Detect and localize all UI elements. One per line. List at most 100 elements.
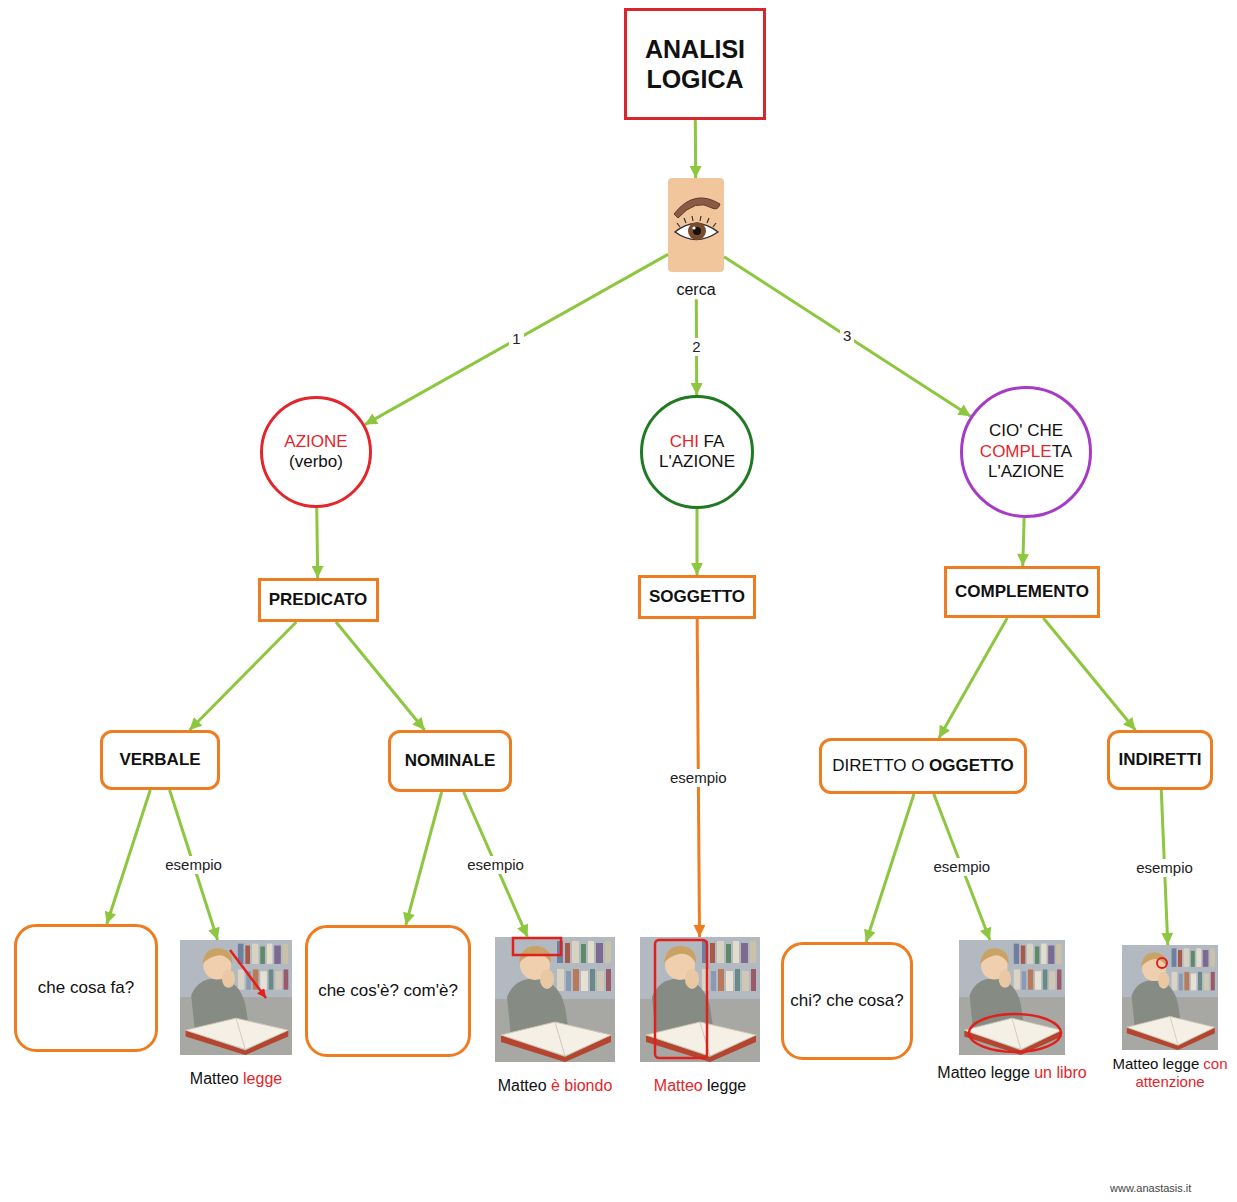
example-photo: Matteoè biondo <box>495 937 615 1095</box>
category-box: PREDICATO <box>258 578 379 622</box>
caption: Matteo leggeun libro <box>935 1063 1088 1082</box>
action-circle: AZIONE(verbo) <box>260 396 372 508</box>
connector-arrow <box>1043 618 1135 730</box>
subject-circle: CHIFA L'AZIONE <box>640 395 754 509</box>
node-text: INDIRETTI <box>1118 750 1201 769</box>
node-text: chi? che cosa? <box>790 991 903 1010</box>
text-holder: SOGGETTO <box>649 587 745 607</box>
caption: Matteoè biondo <box>495 1076 615 1095</box>
highlight-circle <box>1157 958 1167 968</box>
photo <box>495 937 615 1062</box>
circle-shape <box>962 388 1091 517</box>
type-box: NOMINALE <box>388 730 512 792</box>
caption-text: è biondo <box>551 1077 612 1094</box>
text-holder: chi? che cosa? <box>790 991 903 1011</box>
highlight-box <box>655 940 707 1058</box>
connector-arrow <box>464 792 528 937</box>
caption-text: cerca <box>676 281 715 298</box>
node-text: PREDICATO <box>269 590 368 609</box>
photo <box>180 940 292 1055</box>
connector-arrow <box>406 792 442 925</box>
title-box: ANALISI LOGICA <box>624 8 766 120</box>
eyelashes <box>677 216 716 227</box>
pupil <box>693 227 701 235</box>
caption: cerca <box>668 280 724 299</box>
text-holder: DIRETTO O OGGETTO <box>832 756 1014 776</box>
text-holder: Matteo leggecon attenzione <box>1108 1055 1232 1091</box>
eyebrow <box>674 198 720 218</box>
caption-text: Matteo <box>498 1077 547 1094</box>
question-box: che cos'è? com'è? <box>305 925 471 1057</box>
connector-arrow <box>866 794 914 942</box>
picture-area <box>640 937 760 1062</box>
picture-area <box>495 937 615 1062</box>
caption: Matteolegge <box>180 1069 292 1088</box>
picture-area <box>668 178 724 272</box>
caption: Matteo leggecon attenzione <box>1106 1055 1234 1091</box>
photo <box>959 940 1065 1055</box>
node-text: COMPLE <box>980 442 1052 461</box>
icon-ground <box>668 178 724 272</box>
edge-label: 3 <box>840 327 854 345</box>
edge-label: esempio <box>667 769 730 787</box>
example-photo: Matteolegge <box>640 937 760 1095</box>
node-text: AZIONE <box>284 432 347 452</box>
type-box: DIRETTO O OGGETTO <box>819 738 1027 794</box>
question-box: che cosa fa? <box>14 924 158 1052</box>
node-text: OGGETTO <box>929 756 1014 775</box>
node-text: COMPLEMENTO <box>955 582 1089 601</box>
node-text: CHI <box>670 432 699 451</box>
text-holder: NOMINALE <box>405 751 496 771</box>
picture-area <box>959 940 1065 1055</box>
caption-text: Matteo <box>654 1077 703 1094</box>
text-holder: VERBALE <box>119 750 200 770</box>
edge-label: esempio <box>464 856 527 874</box>
node-text: ANALISI LOGICA <box>645 35 745 93</box>
caption-text: Matteo legge <box>937 1064 1030 1081</box>
type-box: VERBALE <box>100 730 220 790</box>
connector-arrow <box>695 509 698 575</box>
eye-glint <box>692 226 695 229</box>
eye-icon <box>668 178 724 272</box>
connector-arrow <box>724 257 971 416</box>
connector-arrow <box>365 254 668 424</box>
text-holder: COMPLEMENTO <box>955 582 1089 602</box>
node-text: NOMINALE <box>405 751 496 770</box>
edge-label: 1 <box>509 330 523 348</box>
caption-text: legge <box>243 1070 282 1087</box>
caption: Matteolegge <box>640 1076 760 1095</box>
node-text: DIRETTO O <box>832 756 924 775</box>
complement-circle: CIO' CHECOMPLETAL'AZIONE <box>960 386 1092 518</box>
connector-arrow <box>939 618 1007 738</box>
circle-shape <box>642 397 753 508</box>
caption-text: un libro <box>1034 1064 1086 1081</box>
photo <box>640 937 760 1062</box>
text-holder: CHIFA L'AZIONE <box>655 432 739 473</box>
text-holder: che cos'è? com'è? <box>318 981 458 1001</box>
node-text: (verbo) <box>284 452 347 472</box>
caption-text: legge <box>707 1077 746 1094</box>
text-holder: cerca <box>676 280 715 299</box>
node-text: L'AZIONE <box>980 462 1072 482</box>
eye-icon-node: cerca <box>668 178 724 299</box>
question-box: chi? che cosa? <box>781 942 912 1060</box>
text-holder: che cosa fa? <box>38 978 134 998</box>
edge-label: esempio <box>162 856 225 874</box>
connector-arrow <box>1023 518 1024 566</box>
picture-area <box>1122 945 1218 1050</box>
node-text: che cosa fa? <box>38 978 134 997</box>
node-text: VERBALE <box>119 750 200 769</box>
connector-arrow <box>107 790 150 924</box>
caption-text: Matteo <box>190 1070 239 1087</box>
connector-arrow <box>315 508 319 578</box>
text-holder: Matteolegge <box>654 1076 746 1095</box>
edge-label: esempio <box>930 858 993 876</box>
edge-label: 2 <box>689 338 703 356</box>
node-text: che cos'è? com'è? <box>318 981 458 1000</box>
circle-shape <box>262 398 371 507</box>
text-holder: Matteo leggeun libro <box>937 1063 1086 1082</box>
connector-arrow <box>694 120 697 178</box>
connector-arrow <box>336 622 425 730</box>
node-text: CIO' CHE <box>980 421 1072 441</box>
